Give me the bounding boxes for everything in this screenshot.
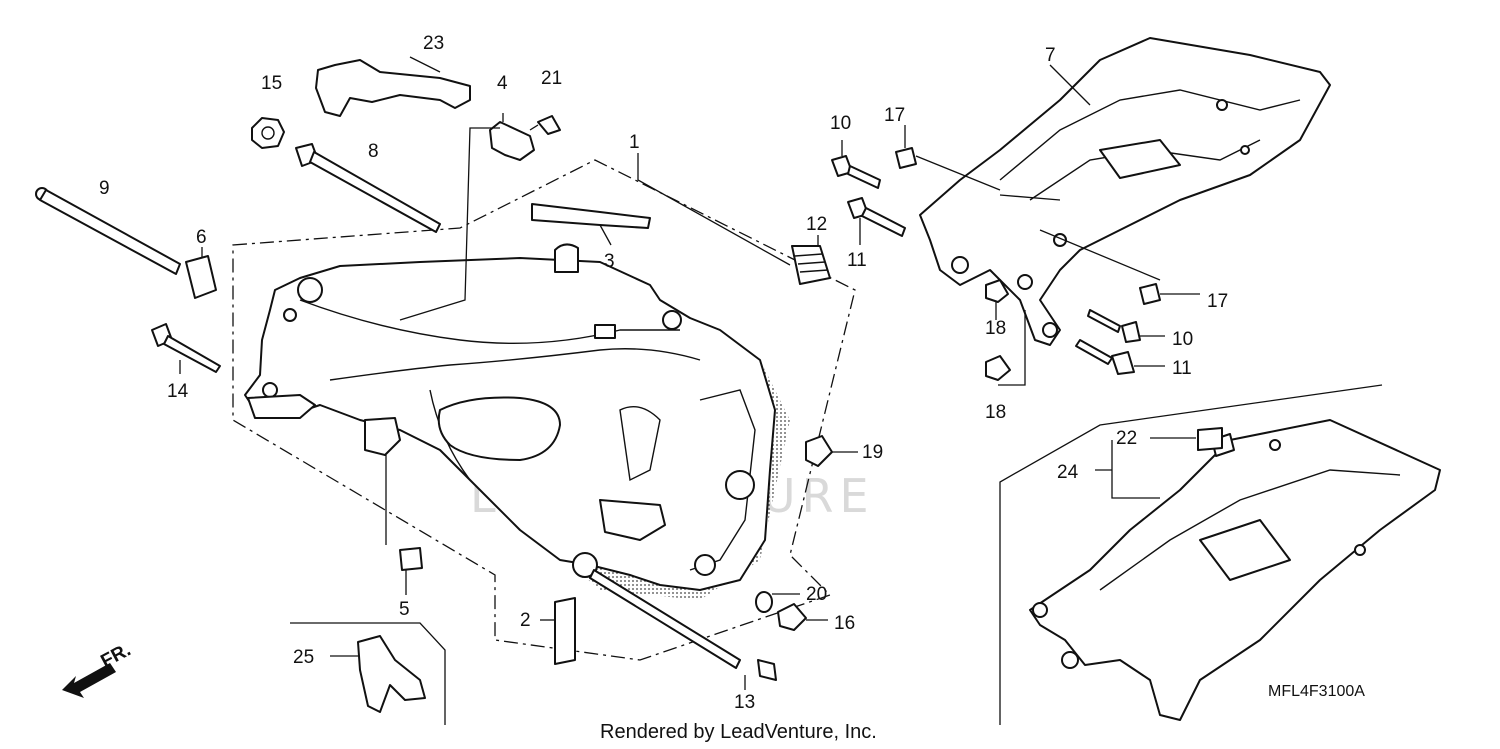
callout-14: 14 (167, 381, 189, 402)
spring-part-12 (791, 245, 831, 285)
inset-frame-line (999, 384, 1383, 725)
bolt-part-14 (151, 323, 221, 373)
bolt-part-11a (847, 197, 906, 237)
callout-2: 2 (520, 610, 531, 631)
callout-1: 1 (629, 132, 640, 153)
nut-part-18b (985, 355, 1011, 381)
callout-13: 13 (734, 692, 755, 713)
bolt-part-11b (1075, 339, 1135, 375)
callout-15: 15 (261, 73, 282, 94)
callout-8: 8 (368, 141, 379, 162)
rear-subframe-7 (919, 37, 1331, 346)
callout-19: 19 (862, 442, 883, 463)
callout-16: 16 (834, 613, 855, 634)
bolt-part-21 (537, 115, 561, 135)
callout-3: 3 (604, 251, 615, 272)
callout-17a: 17 (884, 105, 905, 126)
rubber-part-2 (554, 597, 576, 665)
callout-17b: 17 (1207, 291, 1228, 312)
cap-part-17a (895, 147, 917, 169)
cover-part-23 (315, 59, 471, 117)
nut-part-18a (985, 279, 1009, 303)
bolt-part-10a (831, 155, 881, 189)
nut-part-16 (777, 603, 807, 631)
rear-subframe-assembly-24 (1029, 419, 1441, 721)
callout-11b: 11 (1172, 358, 1192, 379)
callout-22: 22 (1116, 428, 1137, 449)
washer-part-20 (755, 591, 773, 613)
callout-21: 21 (541, 68, 562, 89)
bolt-part-10b (1087, 309, 1141, 343)
callout-11a: 11 (847, 250, 867, 271)
callout-10a: 10 (830, 113, 851, 134)
callout-10b: 10 (1172, 329, 1193, 350)
callout-6: 6 (196, 227, 207, 248)
nut-part-19 (805, 435, 833, 467)
callout-7: 7 (1045, 45, 1056, 66)
bolt-part-9 (35, 187, 181, 275)
callout-25: 25 (293, 647, 314, 668)
callout-24: 24 (1057, 462, 1079, 483)
collar-part-5 (399, 547, 423, 571)
callout-12: 12 (806, 214, 827, 235)
nut-part-15 (251, 117, 285, 149)
callout-4: 4 (497, 73, 508, 94)
callout-18a: 18 (985, 318, 1006, 339)
front-direction-arrow: FR. (62, 640, 134, 698)
callout-18b: 18 (985, 402, 1006, 423)
bolt-part-13 (589, 569, 777, 681)
main-frame (244, 243, 790, 600)
assembly-outline-1 (232, 159, 856, 661)
pad-part-22 (1197, 427, 1223, 451)
footer-credit: Rendered by LeadVenture, Inc. (600, 721, 877, 743)
diagram-code: MFL4F3100A (1268, 683, 1365, 700)
callout-5: 5 (399, 599, 410, 620)
callout-9: 9 (99, 178, 110, 199)
bracket-part-4 (489, 121, 535, 161)
cap-part-17b (1139, 283, 1161, 305)
callout-23: 23 (423, 33, 444, 54)
callout-20: 20 (806, 584, 827, 605)
plate-part-3 (531, 203, 651, 229)
bolt-part-8 (295, 143, 441, 233)
collar-part-6 (185, 255, 217, 299)
bracket-part-25 (357, 635, 426, 713)
